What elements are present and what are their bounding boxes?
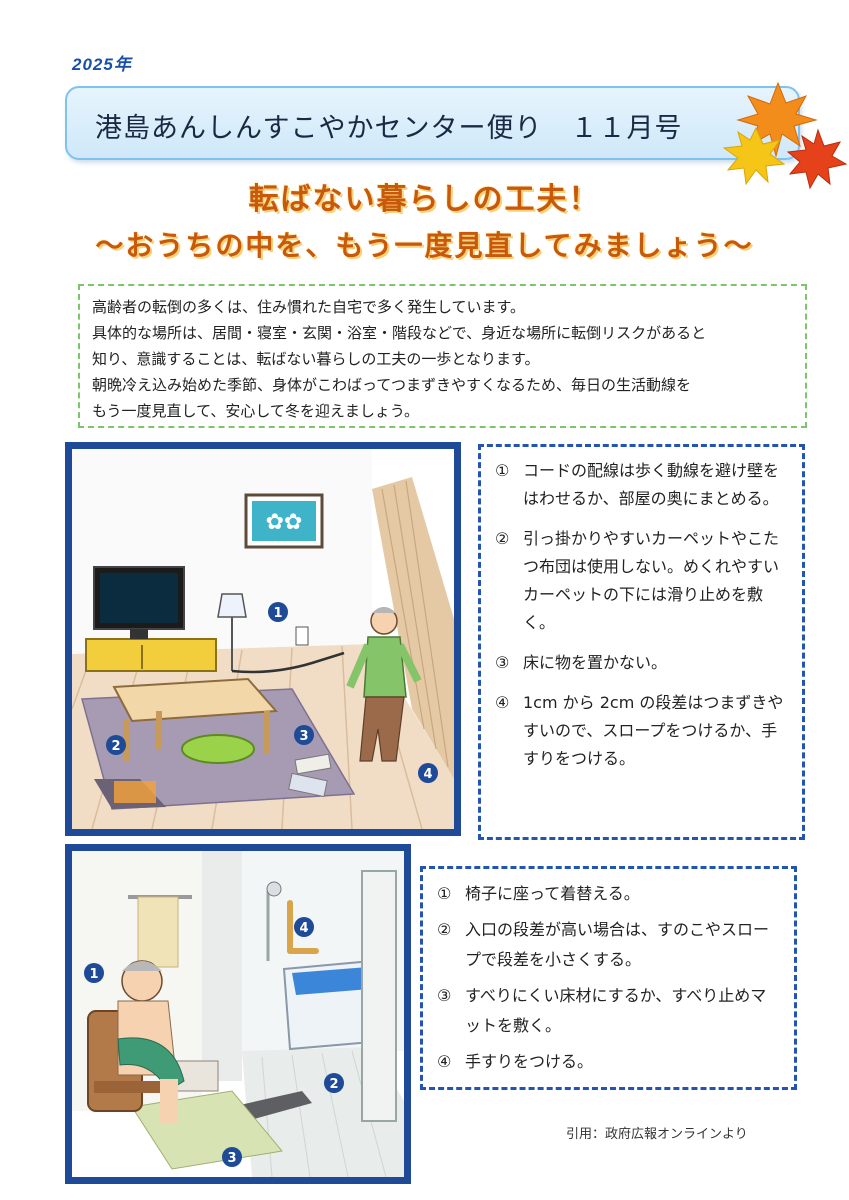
living-marker-3: 3	[299, 729, 308, 744]
list-item: ① 椅子に座って着替える。	[437, 879, 780, 909]
living-marker-2: 2	[111, 739, 120, 754]
issue-year: 2025年	[72, 55, 132, 74]
tip-text: 入口の段差が高い場合は、すのこやスロープで段差を小さくする。	[465, 920, 770, 969]
bathroom-tips: ① 椅子に座って着替える。 ② 入口の段差が高い場合は、すのこやスロープで段差を…	[420, 866, 797, 1090]
bath-marker-3: 3	[227, 1151, 236, 1166]
intro-line: 具体的な場所は、居間・寝室・玄関・浴室・階段などで、身近な場所に転倒リスクがある…	[92, 324, 707, 342]
tip-text: すべりにくい床材にするか、すべり止めマットを敷く。	[465, 986, 767, 1035]
intro-line: 高齢者の転倒の多くは、住み慣れた自宅で多く発生しています。	[92, 298, 526, 316]
tip-number: ②	[437, 920, 452, 939]
list-item: ② 入口の段差が高い場合は、すのこやスロープで段差を小さくする。	[437, 915, 780, 975]
tip-text: 椅子に座って着替える。	[465, 884, 640, 903]
list-item: ④ 1cm から 2cm の段差はつまずきやすいので、スロープをつけるか、手すり…	[495, 689, 788, 773]
newsletter-title: 港島あんしんすこやかセンター便り １１月号	[95, 113, 683, 144]
intro-box: 高齢者の転倒の多くは、住み慣れた自宅で多く発生しています。 具体的な場所は、居間…	[78, 284, 807, 428]
headline-sub: ～おうちの中を、もう一度見直してみましょう～	[95, 229, 754, 262]
living-marker-4: 4	[423, 767, 432, 782]
intro-line: 知り、意識することは、転ばない暮らしの工夫の一歩となります。	[92, 350, 540, 368]
bath-marker-4: 4	[299, 921, 308, 936]
tip-number: ④	[495, 693, 510, 712]
tip-number: ①	[495, 461, 510, 480]
source-citation: 引用：政府広報オンラインより	[566, 1127, 748, 1142]
tip-number: ③	[495, 653, 510, 672]
bath-marker-1: 1	[89, 967, 98, 982]
list-item: ② 引っ掛かりやすいカーペットやこたつ布団は使用しない。めくれやすいカーペットの…	[495, 525, 788, 637]
intro-line: 朝晩冷え込み始めた季節、身体がこわばってつまずきやすくなるため、毎日の生活動線を	[92, 376, 691, 394]
autumn-leaves-icon	[722, 81, 848, 190]
living-room-illustration: ✿✿	[65, 442, 461, 836]
tip-text: 1cm から 2cm の段差はつまずきやすいので、スロープをつけるか、手すりをつ…	[523, 693, 784, 768]
tip-text: 床に物を置かない。	[523, 653, 668, 672]
bath-marker-2: 2	[329, 1077, 338, 1092]
list-item: ③ すべりにくい床材にするか、すべり止めマットを敷く。	[437, 981, 780, 1041]
living-room-tips: ① コードの配線は歩く動線を避け壁をはわせるか、部屋の奥にまとめる。 ② 引っ掛…	[478, 444, 805, 840]
newsletter-title-banner: 港島あんしんすこやかセンター便り １１月号	[65, 86, 800, 160]
bathroom-illustration: 1 2 3 4	[65, 844, 411, 1184]
tip-number: ③	[437, 986, 452, 1005]
tip-number: ②	[495, 529, 510, 548]
tip-text: コードの配線は歩く動線を避け壁をはわせるか、部屋の奥にまとめる。	[523, 461, 780, 508]
tip-text: 手すりをつける。	[465, 1052, 594, 1071]
tip-number: ①	[437, 884, 452, 903]
svg-text:✿✿: ✿✿	[266, 510, 303, 535]
tip-number: ④	[437, 1052, 452, 1071]
living-marker-1: 1	[273, 606, 282, 621]
list-item: ① コードの配線は歩く動線を避け壁をはわせるか、部屋の奥にまとめる。	[495, 457, 788, 513]
list-item: ④ 手すりをつける。	[437, 1047, 780, 1077]
headline-main: 転ばない暮らしの工夫！	[248, 182, 601, 217]
tip-text: 引っ掛かりやすいカーペットやこたつ布団は使用しない。めくれやすいカーペットの下に…	[523, 529, 780, 632]
intro-line: もう一度見直して、安心して冬を迎えましょう。	[92, 402, 420, 420]
list-item: ③ 床に物を置かない。	[495, 649, 788, 677]
